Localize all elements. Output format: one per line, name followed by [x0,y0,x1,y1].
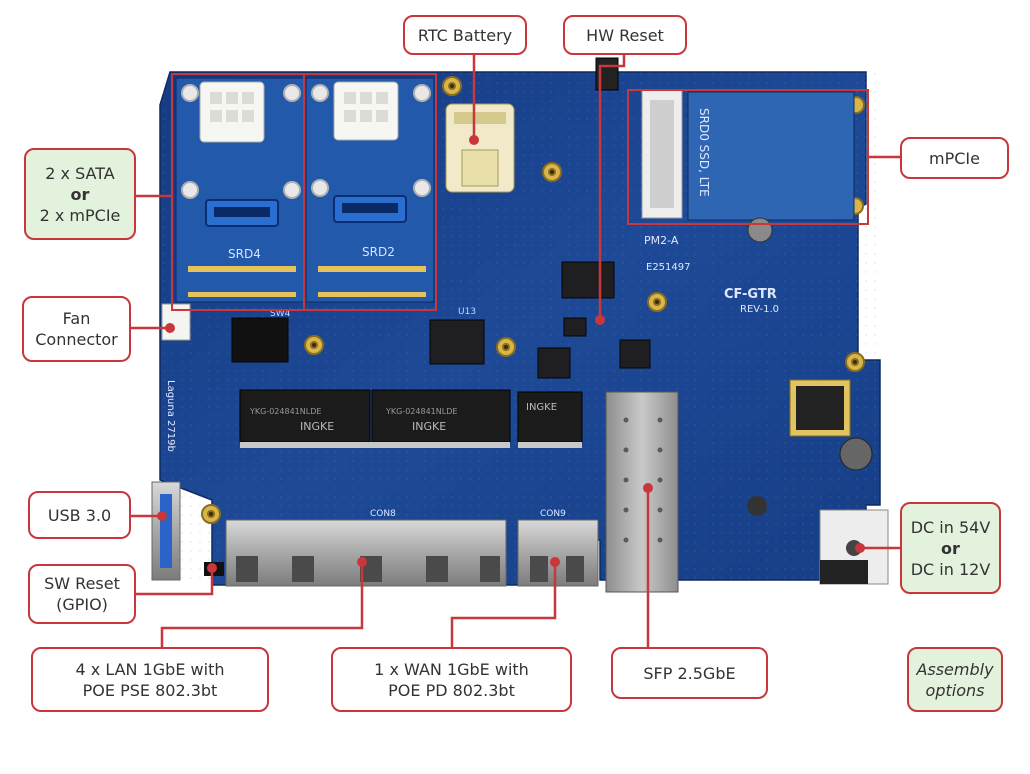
mpcie-card: SRD0 SSD, LTE [641,89,855,221]
hw-reset-callout: HW Reset [563,15,687,55]
rev-label: REV-1.0 [740,304,779,315]
rtc-battery-callout: RTC Battery [403,15,527,55]
or-label: or [70,184,90,204]
sata-port-right [333,195,407,223]
options-label: options [925,680,985,700]
ingke-label-3: INGKE [526,402,557,413]
dc-54v-label: DC in 54V [910,517,991,537]
srd2-label: SRD2 [362,245,395,259]
mounting-holes [201,76,865,524]
dc-or-label: or [941,538,960,558]
lan-magnetics [239,389,583,448]
lan-label-line2: POE PSE 802.3bt [82,680,218,700]
assembly-label: Assembly [916,659,994,679]
dc-12v-label: DC in 12V [910,559,991,579]
ingke-label-2: INGKE [412,420,446,433]
mpcie-label: mPCIe [929,148,980,168]
lan-callout: 4 x LAN 1GbE with POE PSE 802.3bt [31,647,269,712]
hw-reset-label: HW Reset [586,25,664,45]
cf-gtr-label: CF-GTR [724,287,777,302]
wan-rj45 [517,519,599,587]
wan-label-line1: 1 x WAN 1GbE with [374,659,529,679]
leader-dots [157,135,865,573]
usb-port [151,481,181,581]
wan-callout: 1 x WAN 1GbE with POE PD 802.3bt [331,647,572,712]
power-connector-right [333,81,399,141]
sfp-callout: SFP 2.5GbE [611,647,768,699]
assembly-options-callout: Assembly options [907,647,1003,712]
gpio-label: (GPIO) [56,595,108,614]
sw-reset-callout: SW Reset (GPIO) [28,564,136,624]
ref-label: E251497 [646,262,691,273]
sw4-label: SW4 [270,309,291,319]
rtc-battery-label: RTC Battery [417,25,513,45]
sata-port-left [205,199,279,227]
con9-label: CON9 [540,509,566,519]
power-connector-left [199,81,265,143]
usb-callout: USB 3.0 [28,491,131,539]
mpcie-option-label: 2 x mPCIe [39,205,121,225]
part-label-2: YKG-024841NLDE [385,407,457,416]
srd4-label: SRD4 [228,247,261,261]
chips [231,261,651,379]
ssd-label: SRD0 SSD, LTE [697,108,711,197]
u13-label: U13 [458,307,476,317]
part-label-1: YKG-024841NLDE [249,407,321,416]
fan-label: Fan [62,309,91,328]
con8-label: CON8 [370,509,396,519]
mpcie-callout: mPCIe [900,137,1009,179]
connector-label: Connector [35,330,118,349]
lan-rj45-block [225,519,507,587]
rtc-battery-holder [445,103,515,193]
sfp-cage [605,391,679,593]
leader-lines [131,54,900,648]
dc-in-callout: DC in 54V or DC in 12V [900,502,1001,594]
m2a-label: PM2-A [644,234,679,247]
fan-connector-callout: Fan Connector [22,296,131,362]
usb-label: USB 3.0 [47,505,112,525]
sfp-label: SFP 2.5GbE [643,663,736,683]
wan-label-line2: POE PD 802.3bt [388,680,515,700]
sata-option-label: 2 x SATA [45,163,115,183]
sw-reset-label: SW Reset [44,574,120,593]
ingke-label-1: INGKE [300,420,334,433]
laguna-label: Laguna 2719b [165,380,176,452]
sata-or-mpcie-callout: 2 x SATA or 2 x mPCIe [24,148,136,240]
lan-label-line1: 4 x LAN 1GbE with [75,659,225,679]
